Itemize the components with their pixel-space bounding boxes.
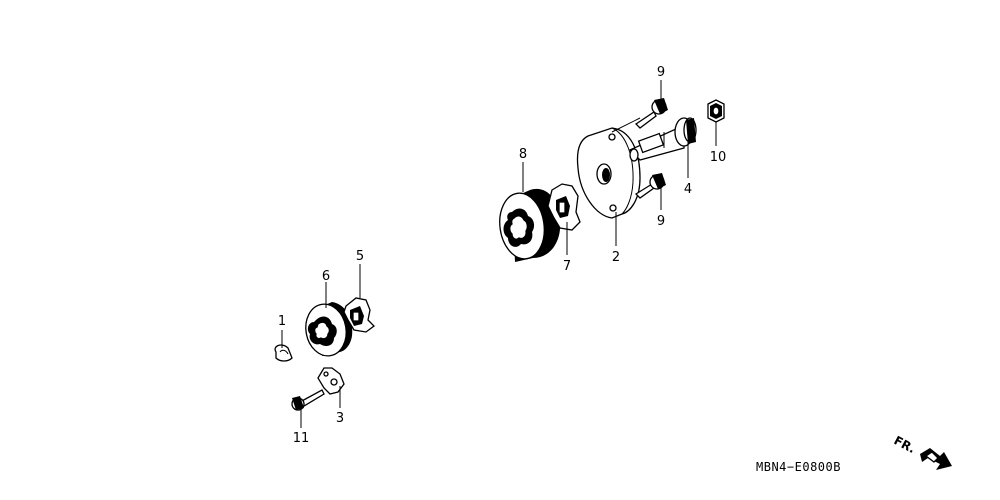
callout-9-upper: 9: [657, 65, 665, 80]
part-2-pump-cover: [576, 127, 641, 219]
part-10-nut: [707, 99, 725, 123]
part-3-stopper-plate: [317, 367, 345, 395]
diagram-code: MBN4−E0800B: [756, 460, 841, 474]
callout-5: 5: [356, 249, 364, 264]
callout-6: 6: [322, 269, 330, 284]
callout-7: 7: [563, 259, 571, 274]
callout-10: 10: [710, 150, 727, 165]
part-9-bolt-lower: [634, 173, 666, 199]
part-4-pump-shaft: [628, 117, 697, 162]
front-direction-label: FR.: [892, 433, 918, 456]
callout-2: 2: [612, 250, 620, 265]
part-1-snap-ring: [274, 344, 293, 362]
callout-1: 1: [278, 314, 286, 329]
front-direction-arrow: FR.: [892, 433, 952, 470]
callout-11: 11: [293, 431, 310, 446]
part-9-bolt-upper: [634, 98, 668, 129]
callout-8: 8: [519, 147, 527, 162]
part-7-inner-rotor: [547, 183, 581, 231]
leader-lines: [281, 80, 717, 428]
callout-4: 4: [684, 182, 692, 197]
part-5-inner-rotor: [343, 297, 375, 333]
part-6-outer-rotor: [305, 302, 353, 357]
part-11-bolt: [291, 389, 325, 411]
callout-3: 3: [336, 411, 344, 426]
callout-9-lower: 9: [657, 214, 665, 229]
